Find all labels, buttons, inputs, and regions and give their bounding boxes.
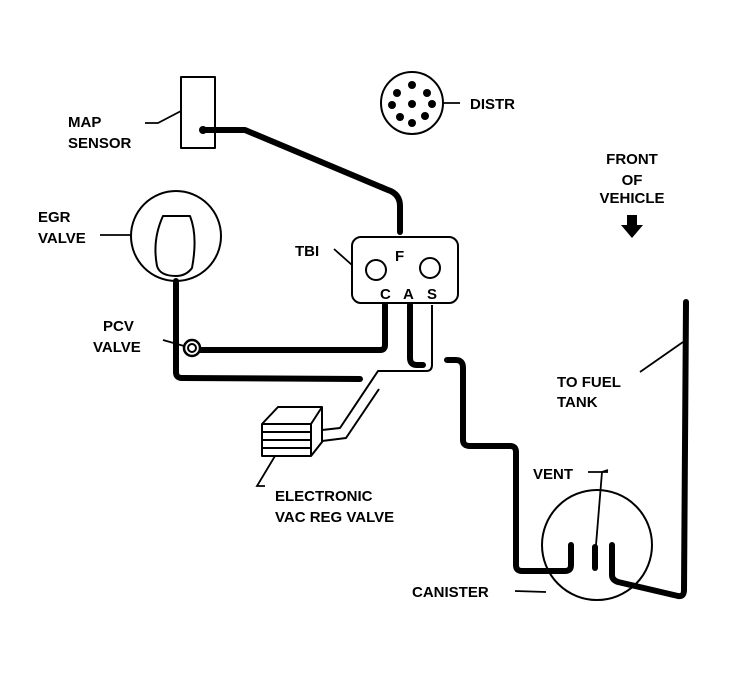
evap-canister: VENT CANISTER	[412, 466, 653, 601]
front-label-3: VEHICLE	[599, 190, 664, 207]
map-sensor: MAP SENSOR	[68, 76, 216, 152]
tbi-label: TBI	[295, 243, 319, 260]
pcv-valve: PCV VALVE	[93, 318, 202, 358]
vent-label: VENT	[533, 466, 573, 483]
fuel-tank-label-1: TO FUEL	[557, 374, 621, 391]
map-hose	[200, 127, 403, 235]
canister-purge-hose	[444, 357, 574, 574]
evrv-label-1: ELECTRONIC	[275, 488, 373, 505]
front-of-vehicle-indicator: FRONT OF VEHICLE	[599, 151, 665, 238]
egr-valve: EGR VALVE	[38, 190, 222, 282]
pcv-label-1: PCV	[103, 318, 134, 335]
front-label-2: OF	[622, 172, 643, 189]
tbi-port-f: F	[395, 248, 404, 265]
pcv-hose	[195, 302, 388, 353]
pcv-label-2: VALVE	[93, 339, 141, 356]
fuel-tank-vapor-hose	[609, 299, 689, 600]
distributor: DISTR	[380, 71, 515, 135]
map-sensor-label-2: SENSOR	[68, 135, 132, 152]
tbi-unit: F C A S TBI	[295, 236, 459, 304]
canister-label: CANISTER	[412, 584, 489, 601]
distr-label: DISTR	[470, 96, 515, 113]
egr-label-2: VALVE	[38, 230, 86, 247]
map-sensor-label-1: MAP	[68, 114, 101, 131]
electronic-vac-reg-valve: ELECTRONIC VAC REG VALVE	[255, 406, 394, 526]
front-label-1: FRONT	[606, 151, 658, 168]
evrv-label-2: VAC REG VALVE	[275, 509, 394, 526]
fuel-tank-callout: TO FUEL TANK	[557, 341, 684, 411]
egr-hose	[173, 278, 363, 382]
tbi-port-s: S	[427, 286, 437, 303]
arrow-down-icon	[621, 215, 643, 238]
tbi-port-c: C	[380, 286, 391, 303]
evrv-hose-2	[321, 388, 380, 442]
evrv-hose-1	[321, 305, 433, 431]
tbi-port-a: A	[403, 286, 414, 303]
fuel-tank-label-2: TANK	[557, 394, 598, 411]
a-port-hose	[407, 302, 426, 368]
egr-label-1: EGR	[38, 209, 71, 226]
